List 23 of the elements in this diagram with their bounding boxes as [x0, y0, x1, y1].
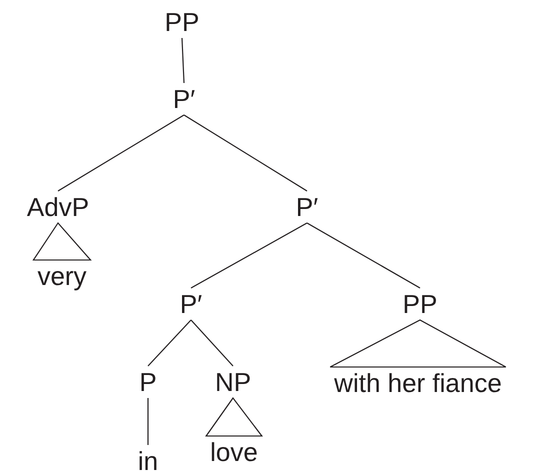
tree-node-label: P [135, 366, 161, 398]
tree-node-label: NP [210, 366, 256, 398]
tree-branch [147, 398, 149, 445]
tree-node-label: P′ [168, 83, 200, 115]
tree-node-label: in [134, 445, 162, 472]
tree-node-label: P′ [176, 288, 206, 320]
tree-roof-triangle [205, 397, 263, 437]
tree-node-label: with her fiance [330, 367, 506, 399]
tree-branch [184, 114, 308, 192]
tree-node-label: P′ [292, 191, 322, 223]
tree-roof-triangle [330, 319, 506, 368]
tree-node-label: AdvP [22, 191, 94, 223]
tree-branch [306, 222, 420, 288]
tree-node-label: love [206, 436, 262, 468]
tree-branch [190, 222, 308, 288]
tree-node-label: very [33, 260, 91, 292]
tree-branch [190, 320, 234, 366]
tree-branch [181, 38, 185, 84]
tree-node-label: PP [398, 288, 442, 320]
tree-node-label: PP [160, 6, 204, 38]
tree-branch [148, 320, 192, 366]
tree-roof-triangle [32, 222, 92, 261]
tree-branch [58, 114, 184, 192]
